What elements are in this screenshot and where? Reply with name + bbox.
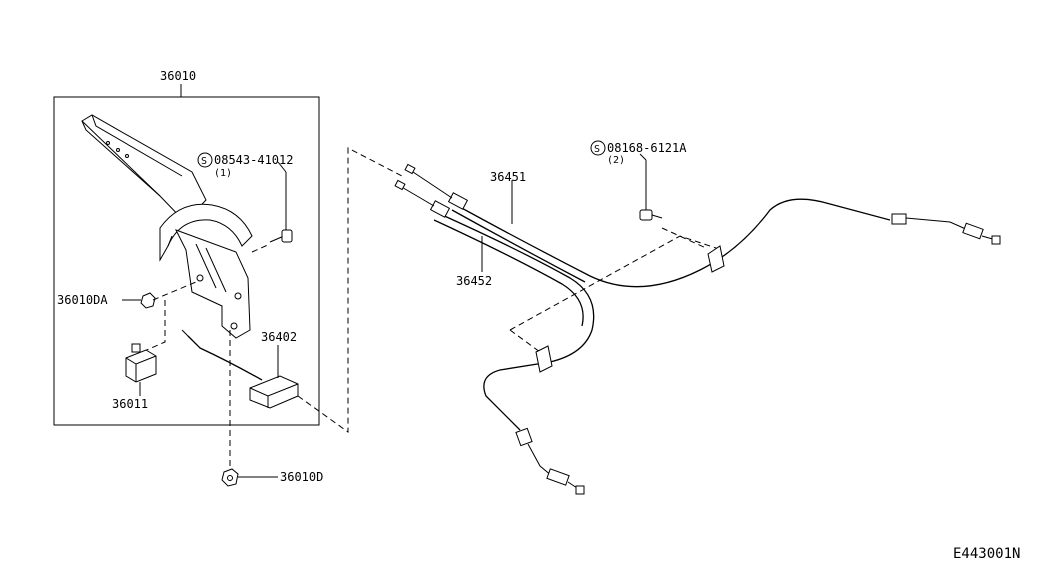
bolt-symbol-letter-2: S xyxy=(594,144,600,155)
bolt-08168 xyxy=(639,153,663,221)
label-08543-41012[interactable]: 08543-41012 xyxy=(214,153,293,167)
hand-brake-lever xyxy=(81,114,253,339)
label-36011[interactable]: 36011 xyxy=(112,397,148,411)
label-36010d[interactable]: 36010D xyxy=(280,470,323,484)
bolt-symbol-letter: S xyxy=(201,156,207,167)
label-08168-6121a[interactable]: 08168-6121A xyxy=(607,141,687,155)
label-36010da[interactable]: 36010DA xyxy=(57,293,108,307)
bolt-symbol-icon-2 xyxy=(590,140,606,156)
rear-cable-36451 xyxy=(404,163,1001,288)
lever-assembly-frame xyxy=(53,96,320,426)
label-36451[interactable]: 36451 xyxy=(490,170,526,184)
bolt-08543 xyxy=(269,161,293,243)
label-08543-qty: (1) xyxy=(214,168,232,179)
label-36402[interactable]: 36402 xyxy=(261,330,297,344)
rear-cable-36452 xyxy=(394,179,595,495)
front-cable-36402 xyxy=(181,329,299,409)
label-36452[interactable]: 36452 xyxy=(456,274,492,288)
nut-36010d xyxy=(221,468,278,487)
bolt-symbol-icon xyxy=(197,152,213,168)
diagram-code: E443001N xyxy=(953,546,1020,562)
label-36010[interactable]: 36010 xyxy=(160,69,196,83)
label-08168-qty: (2) xyxy=(607,155,625,166)
nut-36010da xyxy=(122,292,156,309)
switch-36011 xyxy=(125,343,157,396)
